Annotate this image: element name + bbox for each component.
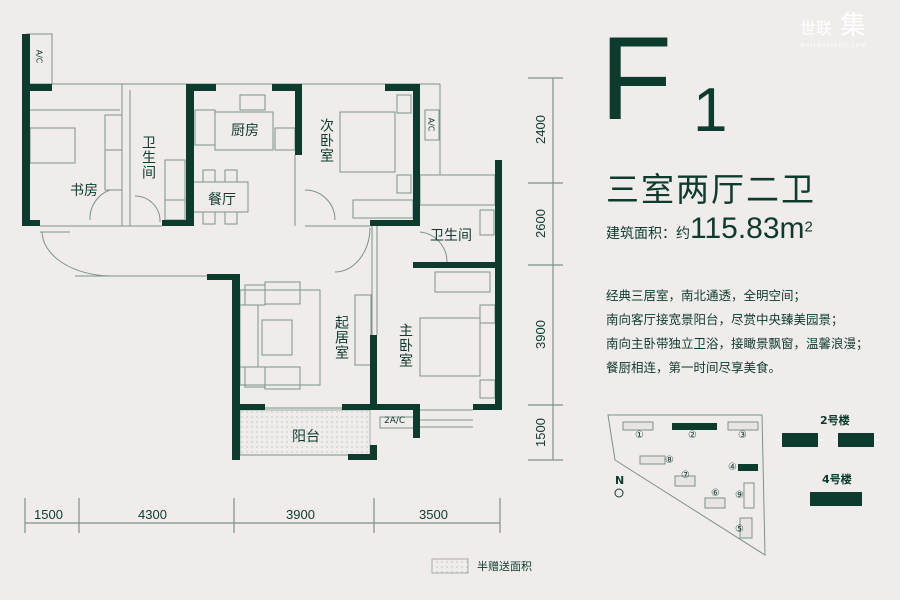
dim-right: 1500 — [532, 418, 548, 447]
ac-label: A/C — [34, 49, 44, 64]
building-number: ② — [688, 430, 697, 441]
feature-line: 南向客厅接宽景阳台，尽赏中央臻美园景； — [606, 312, 844, 327]
building-number: ⑦ — [681, 470, 690, 481]
room-kitchen: 厨房 — [231, 123, 259, 139]
watermark-url: worldunionji.com — [800, 42, 868, 49]
building-number: ⑥ — [711, 488, 720, 499]
legend-swatch — [431, 558, 469, 574]
dimension-lines — [24, 77, 563, 533]
watermark-logo: 集 — [840, 11, 867, 41]
building-2-plan — [782, 433, 874, 447]
building-number: ① — [635, 430, 644, 441]
load-bearing-walls — [22, 34, 502, 460]
building-number: ⑨ — [735, 490, 744, 501]
ac-label: A/C — [426, 117, 436, 132]
building-number: ③ — [738, 430, 747, 441]
feature-line: 经典三居室，南北通透，全明空间； — [606, 288, 807, 303]
north-arrow-icon — [614, 488, 624, 498]
building-area: 建筑面积：约115.83m2 — [606, 212, 813, 246]
dim-right: 2600 — [532, 209, 548, 238]
feature-line: 餐厨相连，第一时间尽享美食。 — [606, 360, 782, 375]
unit-type-letter: F — [600, 13, 673, 145]
watermark: 世联集 worldunionji.com — [800, 10, 867, 50]
building-number: ⑧ — [665, 455, 674, 466]
room-balcony: 阳台 — [292, 429, 320, 445]
dim-bottom: 3900 — [286, 507, 315, 522]
area-label: 建筑面积：约 — [606, 226, 690, 242]
site-map — [607, 414, 766, 556]
north-label: N — [615, 474, 625, 487]
building-4-plan — [810, 492, 862, 506]
building-4-label: 4号楼 — [822, 473, 852, 486]
room-master-bedroom: 主卧室 — [397, 323, 413, 368]
watermark-row: 世联集 — [800, 10, 867, 42]
layout-title: 三室两厅二卫 — [606, 170, 816, 209]
feature-line: 南向主卧带独立卫浴，接瞰景飘窗，温馨浪漫； — [606, 336, 869, 351]
ac-label: 2A/C — [384, 416, 406, 426]
room-living: 起居室 — [333, 315, 349, 360]
area-value: 115.83m — [690, 212, 805, 245]
legend-label: 半赠送面积 — [477, 560, 532, 573]
room-study: 书房 — [70, 183, 98, 199]
dim-right: 3900 — [532, 320, 548, 349]
room-bathroom-1: 卫生间 — [140, 135, 156, 180]
building-number: ⑤ — [735, 524, 744, 535]
dim-right: 2400 — [532, 115, 548, 144]
room-dining: 餐厅 — [208, 192, 236, 208]
room-bathroom-2: 卫生间 — [430, 228, 472, 244]
room-second-bedroom: 次卧室 — [318, 118, 334, 163]
dim-bottom: 1500 — [34, 507, 63, 522]
unit-type-number: 1 — [693, 76, 728, 145]
thin-walls — [26, 33, 496, 456]
building-number: ④ — [728, 462, 737, 473]
area-unit-sup: 2 — [804, 218, 813, 236]
watermark-text: 世联 — [800, 19, 833, 38]
dim-bottom: 3500 — [419, 507, 448, 522]
building-2-label: 2号楼 — [820, 414, 850, 427]
dim-bottom: 4300 — [138, 507, 167, 522]
balcony-area — [239, 409, 371, 456]
